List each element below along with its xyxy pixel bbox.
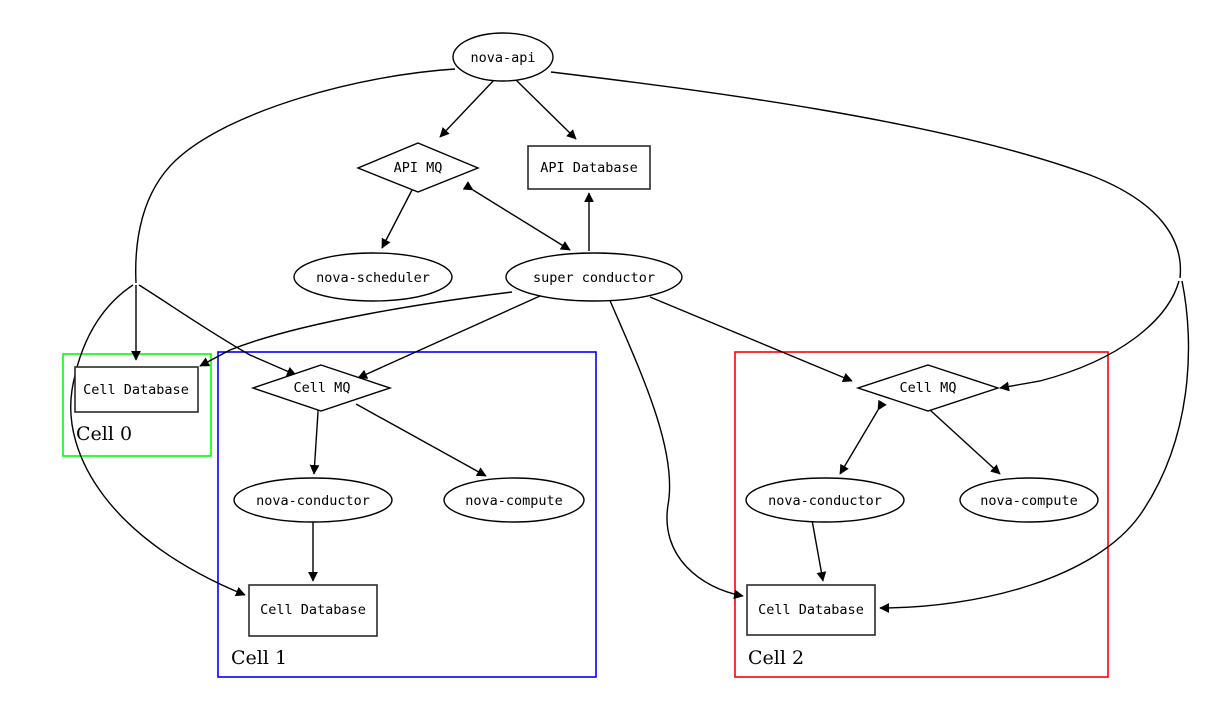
node-cell2-compute-label: nova-compute: [980, 493, 1078, 509]
node-cell1-mq-label: Cell MQ: [294, 380, 351, 396]
node-cell0-database-shape[interactable]: [74, 366, 199, 413]
node-cell1-compute[interactable]: nova-compute: [443, 477, 585, 523]
node-api-mq-label: API MQ: [394, 160, 443, 176]
edge-super-conductor-to-cell0-database: [199, 291, 513, 367]
node-cell1-mq[interactable]: Cell MQ: [250, 364, 393, 412]
edge-cell1-mq-to-cell1-compute: [355, 403, 487, 477]
node-cell1-conductor[interactable]: nova-conductor: [233, 477, 393, 523]
edge-super-conductor-to-cell1-mq: [357, 295, 541, 379]
node-super-conductor-shape[interactable]: [505, 252, 683, 302]
node-cell1-database-label: Cell Database: [260, 602, 366, 618]
node-api-database[interactable]: API Database: [527, 145, 651, 190]
node-cell2-database[interactable]: Cell Database: [746, 584, 876, 636]
cluster-cell2-border: [734, 351, 1109, 678]
node-cell2-mq[interactable]: Cell MQ: [855, 364, 1001, 412]
edge-nova-api-to-cell2-database: [879, 280, 1190, 613]
edge-super-conductor-to-cell2-mq: [649, 296, 853, 383]
edge-api-mq-to-nova-scheduler: [381, 189, 413, 249]
node-nova-scheduler[interactable]: nova-scheduler: [293, 252, 453, 302]
edge-super-conductor-to-cell2-database: [607, 295, 744, 600]
node-nova-scheduler-shape[interactable]: [293, 252, 453, 302]
node-super-conductor-label: super conductor: [533, 270, 655, 286]
node-cell2-conductor[interactable]: nova-conductor: [745, 477, 905, 523]
edge-nova-api-to-api-database: [515, 79, 577, 140]
node-super-conductor[interactable]: super conductor: [505, 252, 683, 302]
node-api-database-shape[interactable]: [527, 145, 651, 190]
node-nova-api-label: nova-api: [470, 50, 535, 66]
edge-cell2-mq-to-cell2-compute: [929, 409, 1001, 475]
node-cell2-database-shape[interactable]: [746, 584, 876, 636]
node-api-mq[interactable]: API MQ: [356, 142, 480, 193]
cluster-cell2: Cell 2: [734, 351, 1109, 678]
edge-layer: [70, 68, 1190, 613]
node-cell0-database[interactable]: Cell Database: [74, 366, 199, 413]
node-cell2-mq-label: Cell MQ: [900, 380, 957, 396]
edge-cell2-mq-to-cell2-conductor: [839, 399, 887, 475]
node-cell1-mq-shape[interactable]: [250, 364, 393, 412]
node-cell2-conductor-shape[interactable]: [745, 477, 905, 523]
node-cell0-database-label: Cell Database: [83, 382, 189, 398]
node-nova-scheduler-label: nova-scheduler: [316, 270, 430, 286]
edge-cell2-conductor-to-cell2-database: [811, 519, 827, 582]
node-cell2-compute[interactable]: nova-compute: [959, 477, 1099, 523]
node-cell2-conductor-label: nova-conductor: [768, 493, 882, 509]
node-cell2-database-label: Cell Database: [758, 602, 864, 618]
node-cell1-compute-label: nova-compute: [465, 493, 563, 509]
edge-nova-api-left-trunk: [135, 68, 456, 284]
node-api-database-label: API Database: [540, 160, 638, 176]
edge-api-mq-to-super-conductor: [462, 181, 571, 251]
edge-nova-api-to-cell2-mq: [999, 280, 1180, 392]
node-cell1-conductor-shape[interactable]: [233, 477, 393, 523]
node-nova-api[interactable]: nova-api: [452, 32, 554, 82]
cluster-cell1-border: [217, 351, 597, 678]
cluster-cell0-label: Cell 0: [76, 423, 132, 445]
edge-nova-api-to-cell1-database: [70, 284, 246, 597]
cluster-cell2-label: Cell 2: [748, 647, 804, 669]
node-cell2-mq-shape[interactable]: [855, 364, 1001, 412]
node-cell1-compute-shape[interactable]: [443, 477, 585, 523]
node-cell1-database-shape[interactable]: [248, 584, 378, 637]
edge-cell1-mq-to-cell1-conductor: [309, 402, 324, 475]
node-nova-api-shape[interactable]: [452, 32, 554, 82]
cluster-cell1: Cell 1: [217, 351, 597, 678]
edge-nova-api-right-trunk: [550, 71, 1182, 279]
edge-nova-api-to-api-mq: [439, 78, 496, 138]
node-cell1-conductor-label: nova-conductor: [256, 493, 370, 509]
node-cell2-compute-shape[interactable]: [959, 477, 1099, 523]
cluster-cell1-label: Cell 1: [231, 647, 287, 669]
edge-nova-api-to-cell1-mq: [138, 284, 297, 376]
node-cell1-database[interactable]: Cell Database: [248, 584, 378, 637]
node-api-mq-shape[interactable]: [356, 142, 480, 193]
